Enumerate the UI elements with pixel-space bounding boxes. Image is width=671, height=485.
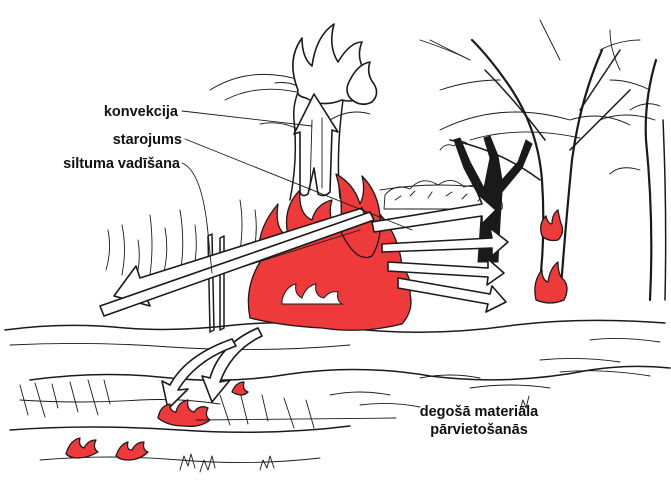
convection-arrow [294,94,338,196]
label-spotting-line2: pārvietošanās [430,422,528,438]
bare-tree-right [420,20,650,300]
label-radiation: starojums [113,132,182,148]
fence-posts [208,234,224,332]
label-convection: konvekcija [104,104,179,120]
edge-tree [610,60,666,300]
label-conduction: siltuma vadīšana [63,156,181,172]
label-spotting-line1: degošā materiāla [420,404,539,420]
leader-convection [182,111,312,126]
ground [5,320,670,472]
leader-spotting [196,418,396,420]
spotting-arrows [162,328,262,409]
